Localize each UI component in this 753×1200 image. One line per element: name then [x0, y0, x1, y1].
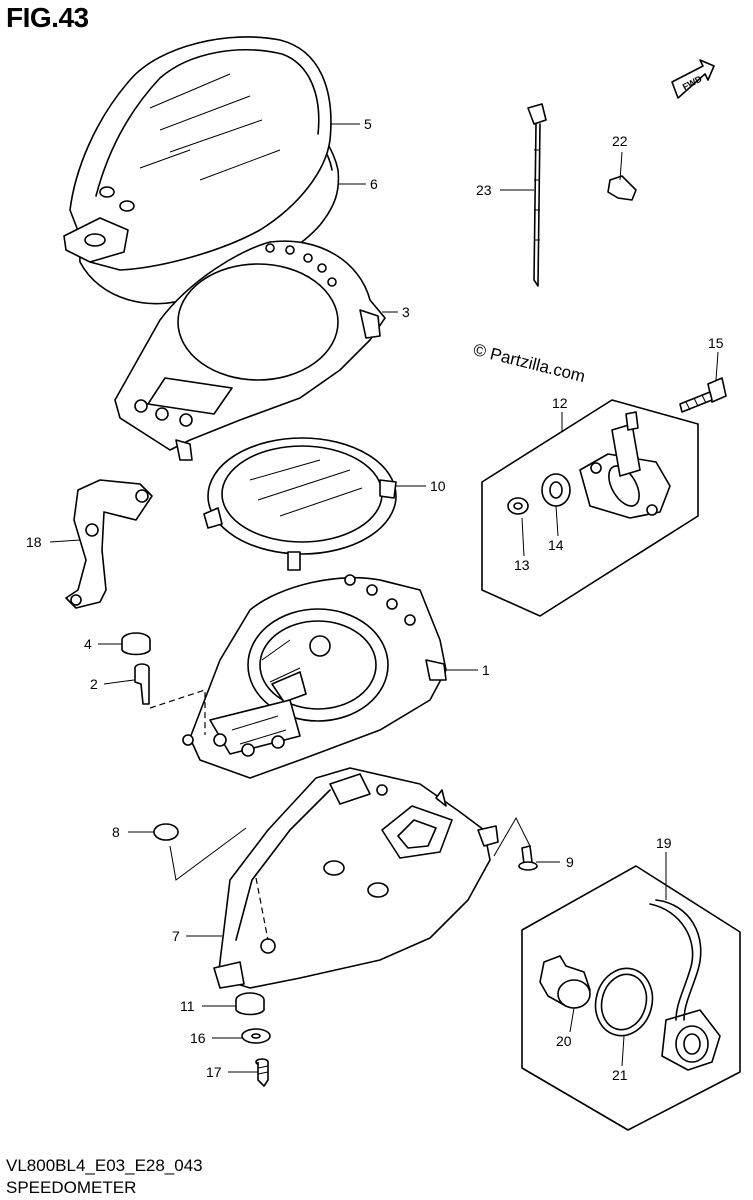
callout-6: 6	[370, 176, 378, 192]
figure-code: VL800BL4_E03_E28_043	[6, 1156, 203, 1175]
leader-15	[715, 351, 719, 381]
part-8-cap	[153, 823, 179, 841]
callout-22: 22	[612, 133, 628, 149]
callout-11: 11	[180, 998, 195, 1014]
part-5-upper-cover	[63, 36, 332, 271]
part-9-screw	[518, 845, 538, 871]
callout-10: 10	[430, 478, 446, 494]
callout-5: 5	[364, 116, 372, 132]
leader-18	[49, 539, 81, 543]
leader-21	[621, 1035, 625, 1067]
callout-17: 17	[206, 1064, 222, 1080]
callout-13: 13	[514, 557, 530, 573]
callout-16: 16	[190, 1030, 206, 1046]
part-2-collar	[134, 663, 150, 705]
callout-1: 1	[482, 662, 490, 678]
part-12-group	[481, 399, 699, 617]
fwd-arrow-icon: FWD	[671, 59, 715, 99]
callout-23: 23	[476, 182, 492, 198]
callout-19: 19	[656, 835, 672, 851]
callout-4: 4	[84, 636, 92, 652]
callout-14: 14	[548, 537, 564, 553]
part-4-grommet	[121, 632, 151, 656]
part-10-lens	[203, 437, 397, 571]
callout-2: 2	[90, 676, 98, 692]
part-15-bolt	[679, 377, 727, 413]
leader-line-8	[169, 827, 247, 881]
leader-20	[569, 1007, 575, 1033]
figure-title: FIG.43	[6, 2, 89, 33]
leader-dash-2	[255, 877, 269, 941]
part-17-screw	[255, 1058, 269, 1087]
part-11-grommet	[235, 992, 265, 1016]
part-19-group	[521, 865, 741, 1131]
leader-14	[555, 505, 559, 537]
figure-name: SPEEDOMETER	[6, 1178, 137, 1197]
callout-labels: 5 6 3 10 1 18 4 2 8 7 9 11 16 17 23 22 1…	[26, 116, 724, 1083]
callout-9: 9	[566, 854, 574, 870]
part-7-lower-case	[213, 767, 499, 989]
part-1-meter-assembly	[182, 574, 447, 779]
callout-15: 15	[708, 335, 724, 351]
callout-21: 21	[612, 1067, 628, 1083]
leader-22	[619, 151, 623, 181]
callout-7: 7	[172, 928, 180, 944]
part-16-washer	[241, 1028, 271, 1044]
leader-13	[521, 517, 525, 557]
callout-8: 8	[112, 824, 120, 840]
part-22-clamp	[607, 175, 637, 201]
callout-3: 3	[402, 304, 410, 320]
part-3-bezel	[114, 240, 386, 461]
callout-20: 20	[556, 1033, 572, 1049]
callout-12: 12	[552, 395, 568, 411]
leader-line-9	[493, 816, 531, 857]
part-18-bracket	[65, 479, 153, 609]
leader-2	[103, 679, 135, 685]
part-23-cable-tie	[527, 103, 547, 287]
callout-18: 18	[26, 534, 42, 550]
